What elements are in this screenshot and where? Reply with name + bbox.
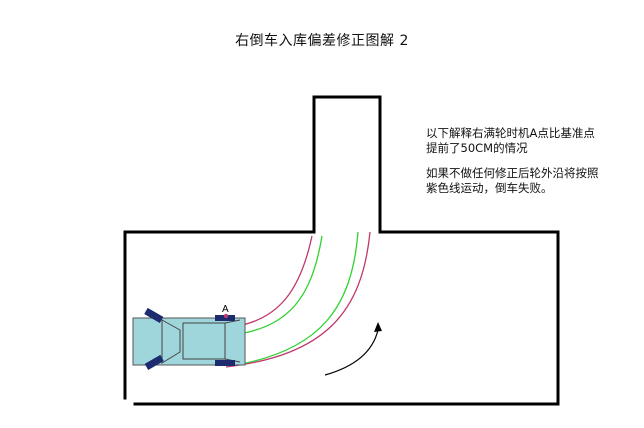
explanation-line-1: 以下解释右满轮时机A点比基准点: [426, 126, 595, 140]
direction-arrow-icon: [324, 322, 382, 376]
purple-trajectory-curve-outer: [225, 231, 371, 368]
front-left-wheel: [144, 307, 164, 323]
purple-trajectory-curve: [237, 235, 313, 327]
explanation-line-3: 如果不做任何修正后轮外沿将按照: [426, 166, 599, 180]
rear-left-wheel: [215, 315, 235, 321]
car-top-view: A: [132, 304, 246, 370]
car-body: [132, 317, 246, 366]
point-a-marker: [223, 313, 229, 319]
car-cabin: [182, 322, 226, 360]
green-trajectory-curve-inner: [231, 235, 323, 336]
explanation-line-4: 紫色线运动，倒车失败。: [426, 181, 553, 195]
explanation-block-1: 以下解释右满轮时机A点比基准点 提前了50CM的情况: [426, 126, 626, 156]
diagram-title: 右倒车入库偏差修正图解 2: [235, 33, 409, 49]
point-a-label: A: [222, 304, 229, 315]
explanation-line-2: 提前了50CM的情况: [426, 141, 528, 155]
front-right-wheel: [144, 354, 164, 370]
explanation-block-2: 如果不做任何修正后轮外沿将按照 紫色线运动，倒车失败。: [426, 166, 626, 196]
green-trajectory-curve-outer: [235, 231, 359, 366]
car-rear-window: [161, 319, 181, 364]
rear-right-wheel: [215, 360, 235, 366]
garage-wall: [123, 95, 560, 406]
